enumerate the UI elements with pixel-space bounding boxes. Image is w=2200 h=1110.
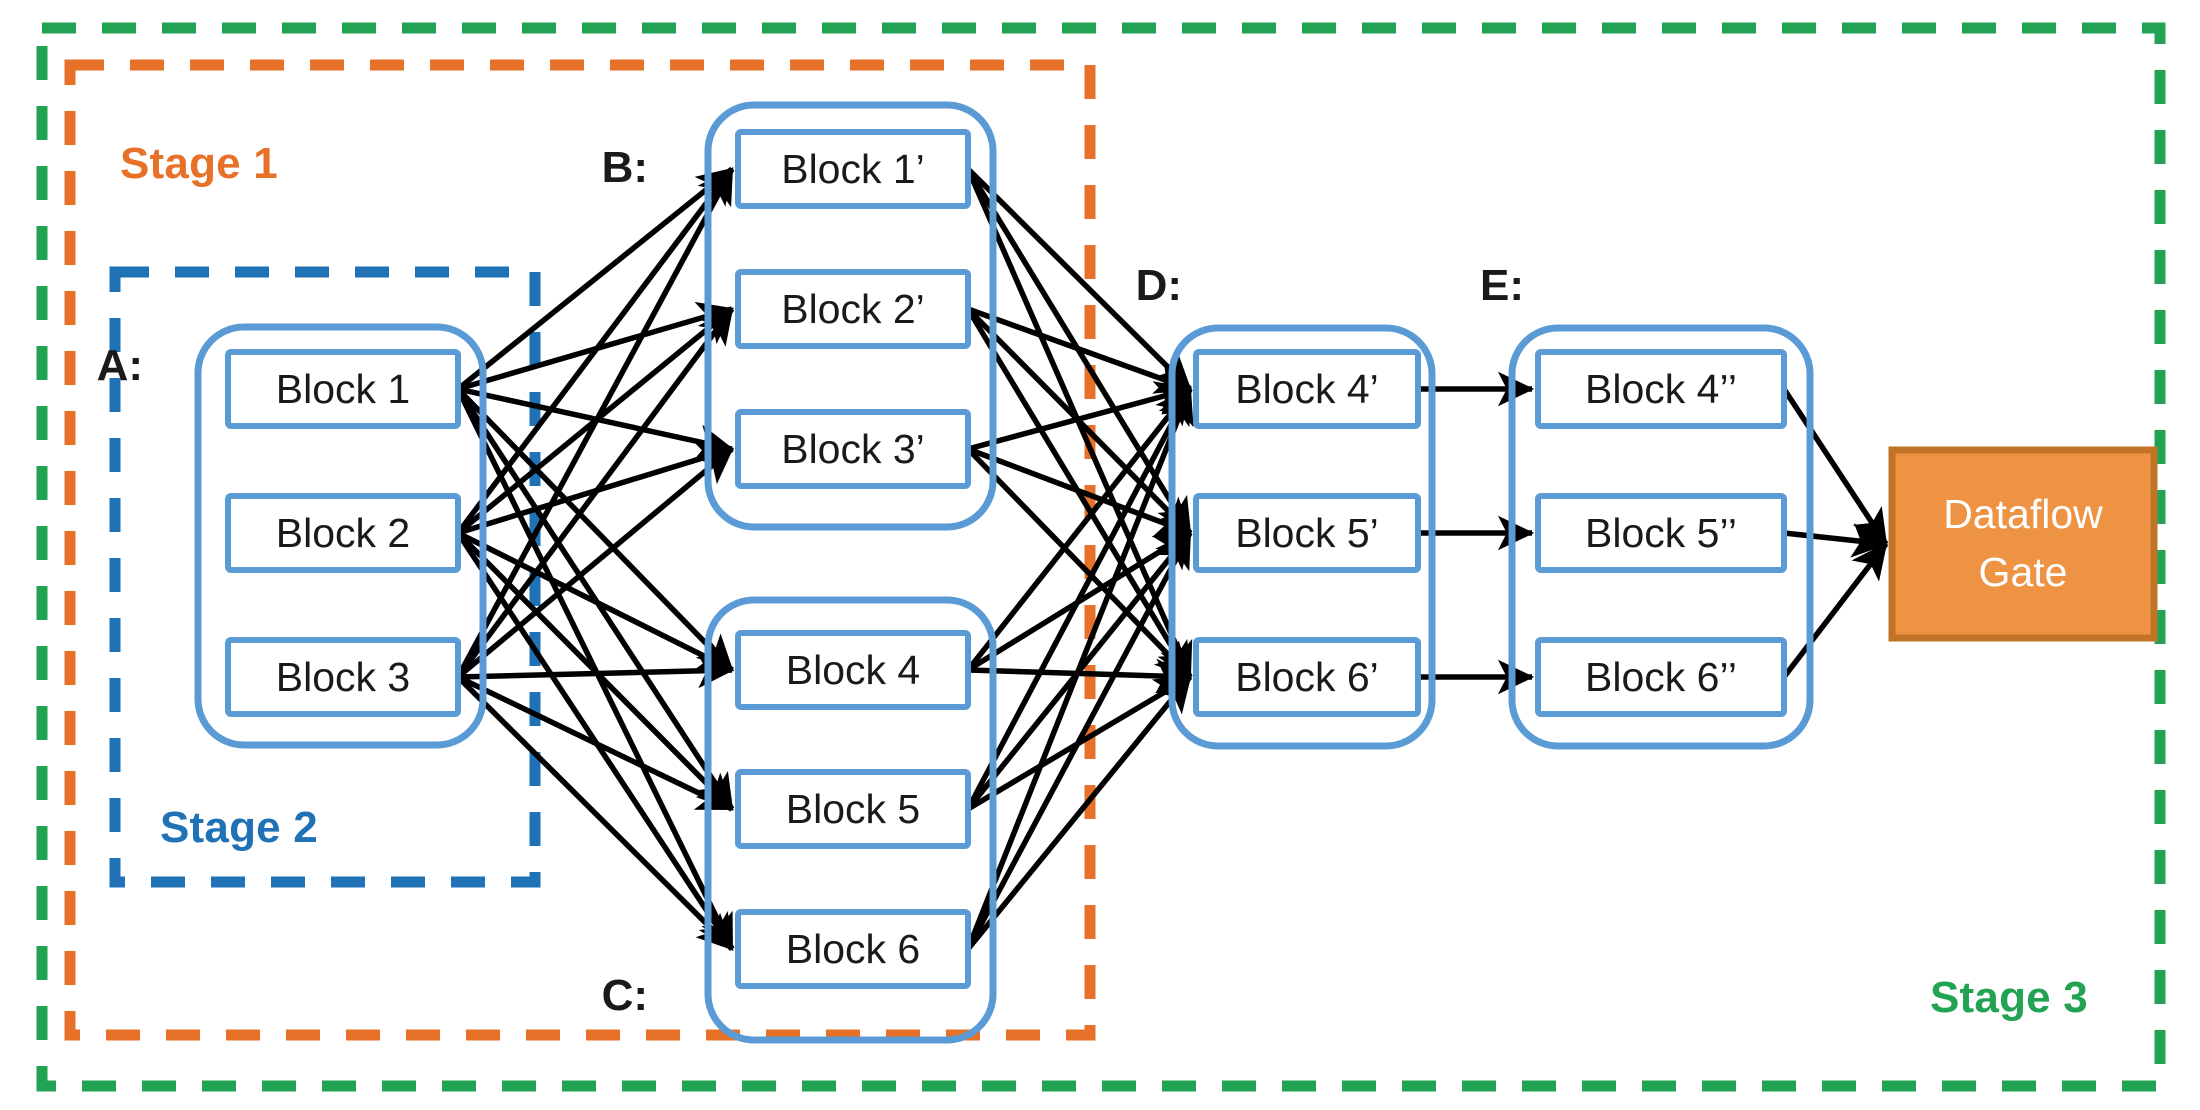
group-c-letter-label: C: xyxy=(602,971,648,1020)
block-1-box[interactable] xyxy=(225,349,461,429)
block-6-label: Block 6 xyxy=(786,926,920,972)
group-a-container xyxy=(194,323,487,749)
edge-block-5pp-to-dataflow-gate xyxy=(1783,523,1889,558)
block-2-box[interactable] xyxy=(225,493,461,573)
edge-block-2-to-block-4 xyxy=(456,530,734,673)
block-3-box[interactable] xyxy=(225,637,461,717)
block-5pp-box[interactable] xyxy=(1535,493,1787,573)
edge-block-3p-to-block-5p xyxy=(967,446,1193,538)
edge-block-3p-to-block-4p xyxy=(967,381,1193,452)
block-5p-label: Block 5’ xyxy=(1235,510,1379,556)
stage-2-label: Stage 2 xyxy=(160,803,318,852)
edge-block-6-to-block-5p xyxy=(965,531,1193,951)
edge-block-1p-to-block-4p xyxy=(966,167,1192,391)
block-3p-label: Block 3’ xyxy=(781,426,925,472)
edge-layer xyxy=(455,166,1889,951)
edge-block-4-to-block-4p xyxy=(965,387,1193,672)
group-e-letter-label: E: xyxy=(1480,261,1524,310)
block-1p-box[interactable] xyxy=(735,129,971,209)
edge-block-3-to-block-3p xyxy=(456,446,734,680)
edge-block-2p-to-block-4p xyxy=(967,306,1193,394)
group-d-container xyxy=(1168,324,1436,750)
block-5pp-label: Block 5’’ xyxy=(1585,510,1737,556)
block-6-box[interactable] xyxy=(735,909,971,989)
group-c[interactable]: Block 4 Block 5 Block 6 xyxy=(704,596,997,1044)
edge-block-3-to-block-2p xyxy=(455,307,735,679)
edge-block-3-to-block-5 xyxy=(456,674,734,812)
dataflow-gate-label-line1: Dataflow xyxy=(1943,491,2103,537)
group-c-container xyxy=(704,596,997,1044)
group-e[interactable]: Block 4’’ Block 5’’ Block 6’’ xyxy=(1508,324,1814,750)
stage-3-label: Stage 3 xyxy=(1930,973,2088,1022)
edge-block-3p-to-block-6p xyxy=(966,447,1192,679)
group-a[interactable]: Block 1 Block 2 Block 3 xyxy=(194,323,487,749)
group-b-container xyxy=(704,101,997,531)
block-3-label: Block 3 xyxy=(276,654,410,700)
stage-3-boundary xyxy=(36,22,2166,1092)
block-3p-box[interactable] xyxy=(735,409,971,489)
block-4-box[interactable] xyxy=(735,630,971,710)
edge-block-1-to-block-1p xyxy=(456,166,734,392)
block-1p-label: Block 1’ xyxy=(781,146,925,192)
stage-1-boundary xyxy=(64,59,1096,1041)
label-layer: Stage 1 Stage 2 Stage 3 A: B: C: D: E: xyxy=(97,139,2088,1022)
edge-block-6-to-block-4p xyxy=(965,386,1194,951)
group-d[interactable]: Block 4’ Block 5’ Block 6’ xyxy=(1168,324,1436,750)
block-4-label: Block 4 xyxy=(786,647,920,693)
edge-block-3-to-block-1p xyxy=(455,167,735,679)
block-5p-box[interactable] xyxy=(1193,493,1421,573)
dataflow-gate-box[interactable] xyxy=(1888,446,2158,642)
group-b[interactable]: Block 1’ Block 2’ Block 3’ xyxy=(704,101,997,531)
block-6pp-box[interactable] xyxy=(1535,637,1787,717)
group-d-letter-label: D: xyxy=(1136,261,1182,310)
edge-block-3-to-block-4 xyxy=(457,653,735,689)
edge-block-6pp-to-dataflow-gate xyxy=(1781,542,1889,679)
edge-block-3-to-block-6 xyxy=(456,675,734,951)
block-4p-box[interactable] xyxy=(1193,349,1421,429)
block-2p-label: Block 2’ xyxy=(781,286,925,332)
block-4pp-label: Block 4’’ xyxy=(1585,366,1737,412)
block-5-label: Block 5 xyxy=(786,786,920,832)
block-6pp-label: Block 6’’ xyxy=(1585,654,1737,700)
block-6p-label: Block 6’ xyxy=(1235,654,1379,700)
edge-block-4pp-to-dataflow-gate xyxy=(1781,387,1889,546)
edge-block-5-to-block-4p xyxy=(965,387,1193,811)
block-5-box[interactable] xyxy=(735,769,971,849)
dataflow-gate-label-line2: Gate xyxy=(1979,549,2068,595)
block-4pp-box[interactable] xyxy=(1535,349,1787,429)
edge-block-2-to-block-1p xyxy=(455,167,735,535)
stage-1-label: Stage 1 xyxy=(120,139,278,188)
group-a-letter-label: A: xyxy=(97,341,143,390)
edge-block-6-to-block-6p xyxy=(965,675,1193,951)
block-2p-box[interactable] xyxy=(735,269,971,349)
block-2-label: Block 2 xyxy=(276,510,410,556)
group-e-container xyxy=(1508,324,1814,750)
block-1-label: Block 1 xyxy=(276,366,410,412)
group-b-letter-label: B: xyxy=(602,143,648,192)
block-6p-box[interactable] xyxy=(1193,637,1421,717)
block-4p-label: Block 4’ xyxy=(1235,366,1379,412)
edge-block-1-to-block-4 xyxy=(456,387,734,672)
